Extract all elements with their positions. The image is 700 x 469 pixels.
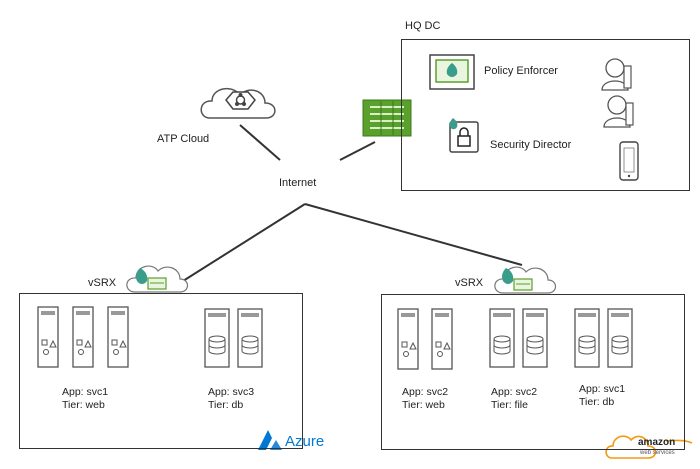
aws-group-db-app: App: svc1: [579, 383, 626, 395]
server-db-icon: [237, 308, 263, 368]
aws-logo-icon: [605, 435, 693, 459]
policy-enforcer-label: Policy Enforcer: [484, 65, 558, 77]
policy-enforcer-icon: [429, 54, 475, 90]
atp-cloud-icon: [200, 87, 276, 119]
aws-group-web-tier: Tier: web: [402, 399, 445, 411]
azure-group-web-app: App: svc1: [62, 386, 109, 398]
azure-vsrx-label: vSRX: [88, 277, 117, 289]
aws-brand-name: amazon: [638, 437, 676, 448]
server-db-icon: [574, 308, 600, 368]
aws-group-web-app: App: svc2: [402, 386, 449, 398]
aws-vsrx-icon: [494, 266, 557, 294]
hq-dc-box: [401, 39, 690, 191]
aws-group-file-tier: Tier: file: [491, 399, 528, 411]
server-file-icon: [522, 308, 548, 368]
line-internet-hq: [339, 141, 376, 161]
line-atp-internet: [239, 124, 281, 161]
aws-group-db-tier: Tier: db: [579, 396, 615, 408]
azure-logo-icon: [258, 430, 282, 450]
line-internet-aws: [304, 203, 523, 266]
azure-brand: Azure: [285, 433, 325, 450]
server-web-icon: [37, 306, 59, 368]
server-web-icon: [397, 308, 419, 370]
server-file-icon: [489, 308, 515, 368]
user-icon: [603, 95, 634, 128]
server-web-icon: [72, 306, 94, 368]
line-internet-azure: [182, 203, 306, 282]
server-db-icon: [204, 308, 230, 368]
atp-cloud-label: ATP Cloud: [157, 133, 210, 145]
azure-group-db-tier: Tier: db: [208, 399, 244, 411]
aws-group-file-app: App: svc2: [491, 386, 538, 398]
server-db-icon: [607, 308, 633, 368]
aws-vsrx-label: vSRX: [455, 277, 484, 289]
azure-group-web-tier: Tier: web: [62, 399, 105, 411]
hq-firewall-icon: [362, 99, 412, 137]
azure-vsrx-icon: [126, 265, 189, 293]
azure-group-db-app: App: svc3: [208, 386, 255, 398]
aws-brand-sub: web services: [640, 450, 675, 456]
hq-dc-title: HQ DC: [405, 20, 441, 32]
mobile-device-icon: [619, 141, 639, 181]
server-web-icon: [107, 306, 129, 368]
internet-label: Internet: [279, 177, 317, 189]
connection-lines: [182, 124, 523, 282]
user-icon: [601, 58, 632, 91]
aws-site-box: [381, 294, 685, 450]
server-web-icon: [431, 308, 453, 370]
azure-site-box: [19, 293, 303, 449]
security-director-label: Security Director: [490, 139, 572, 151]
security-director-icon: [449, 118, 479, 153]
